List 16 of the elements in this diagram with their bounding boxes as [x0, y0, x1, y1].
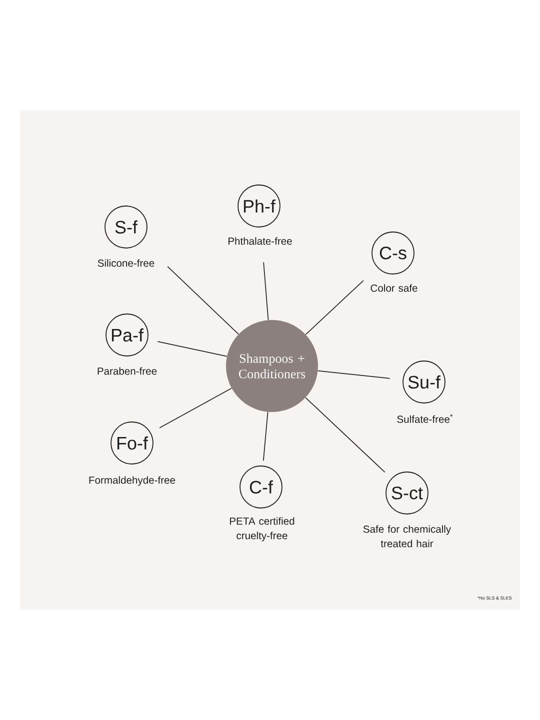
feature-label: Paraben-free — [98, 367, 157, 375]
connector-line — [305, 280, 364, 335]
feature-label: PETA certified cruelty-free — [230, 517, 294, 542]
connector-line — [263, 262, 269, 320]
connector-line — [167, 266, 239, 335]
connector-line — [262, 412, 268, 462]
connector-line — [157, 341, 228, 357]
feature-label: Color safe — [370, 284, 418, 292]
feature-label: Formaldehyde-free — [89, 476, 176, 486]
feature-label: Silicone-free — [98, 259, 154, 267]
connector-line — [318, 370, 390, 379]
feature-label: Phthalate-free — [228, 237, 292, 245]
connector-line — [305, 397, 386, 473]
feature-label: Safe for chemically treated hair — [363, 525, 452, 548]
connector-line — [159, 388, 232, 428]
feature-label: Sulfate-free$^{*}$ — [397, 414, 453, 423]
